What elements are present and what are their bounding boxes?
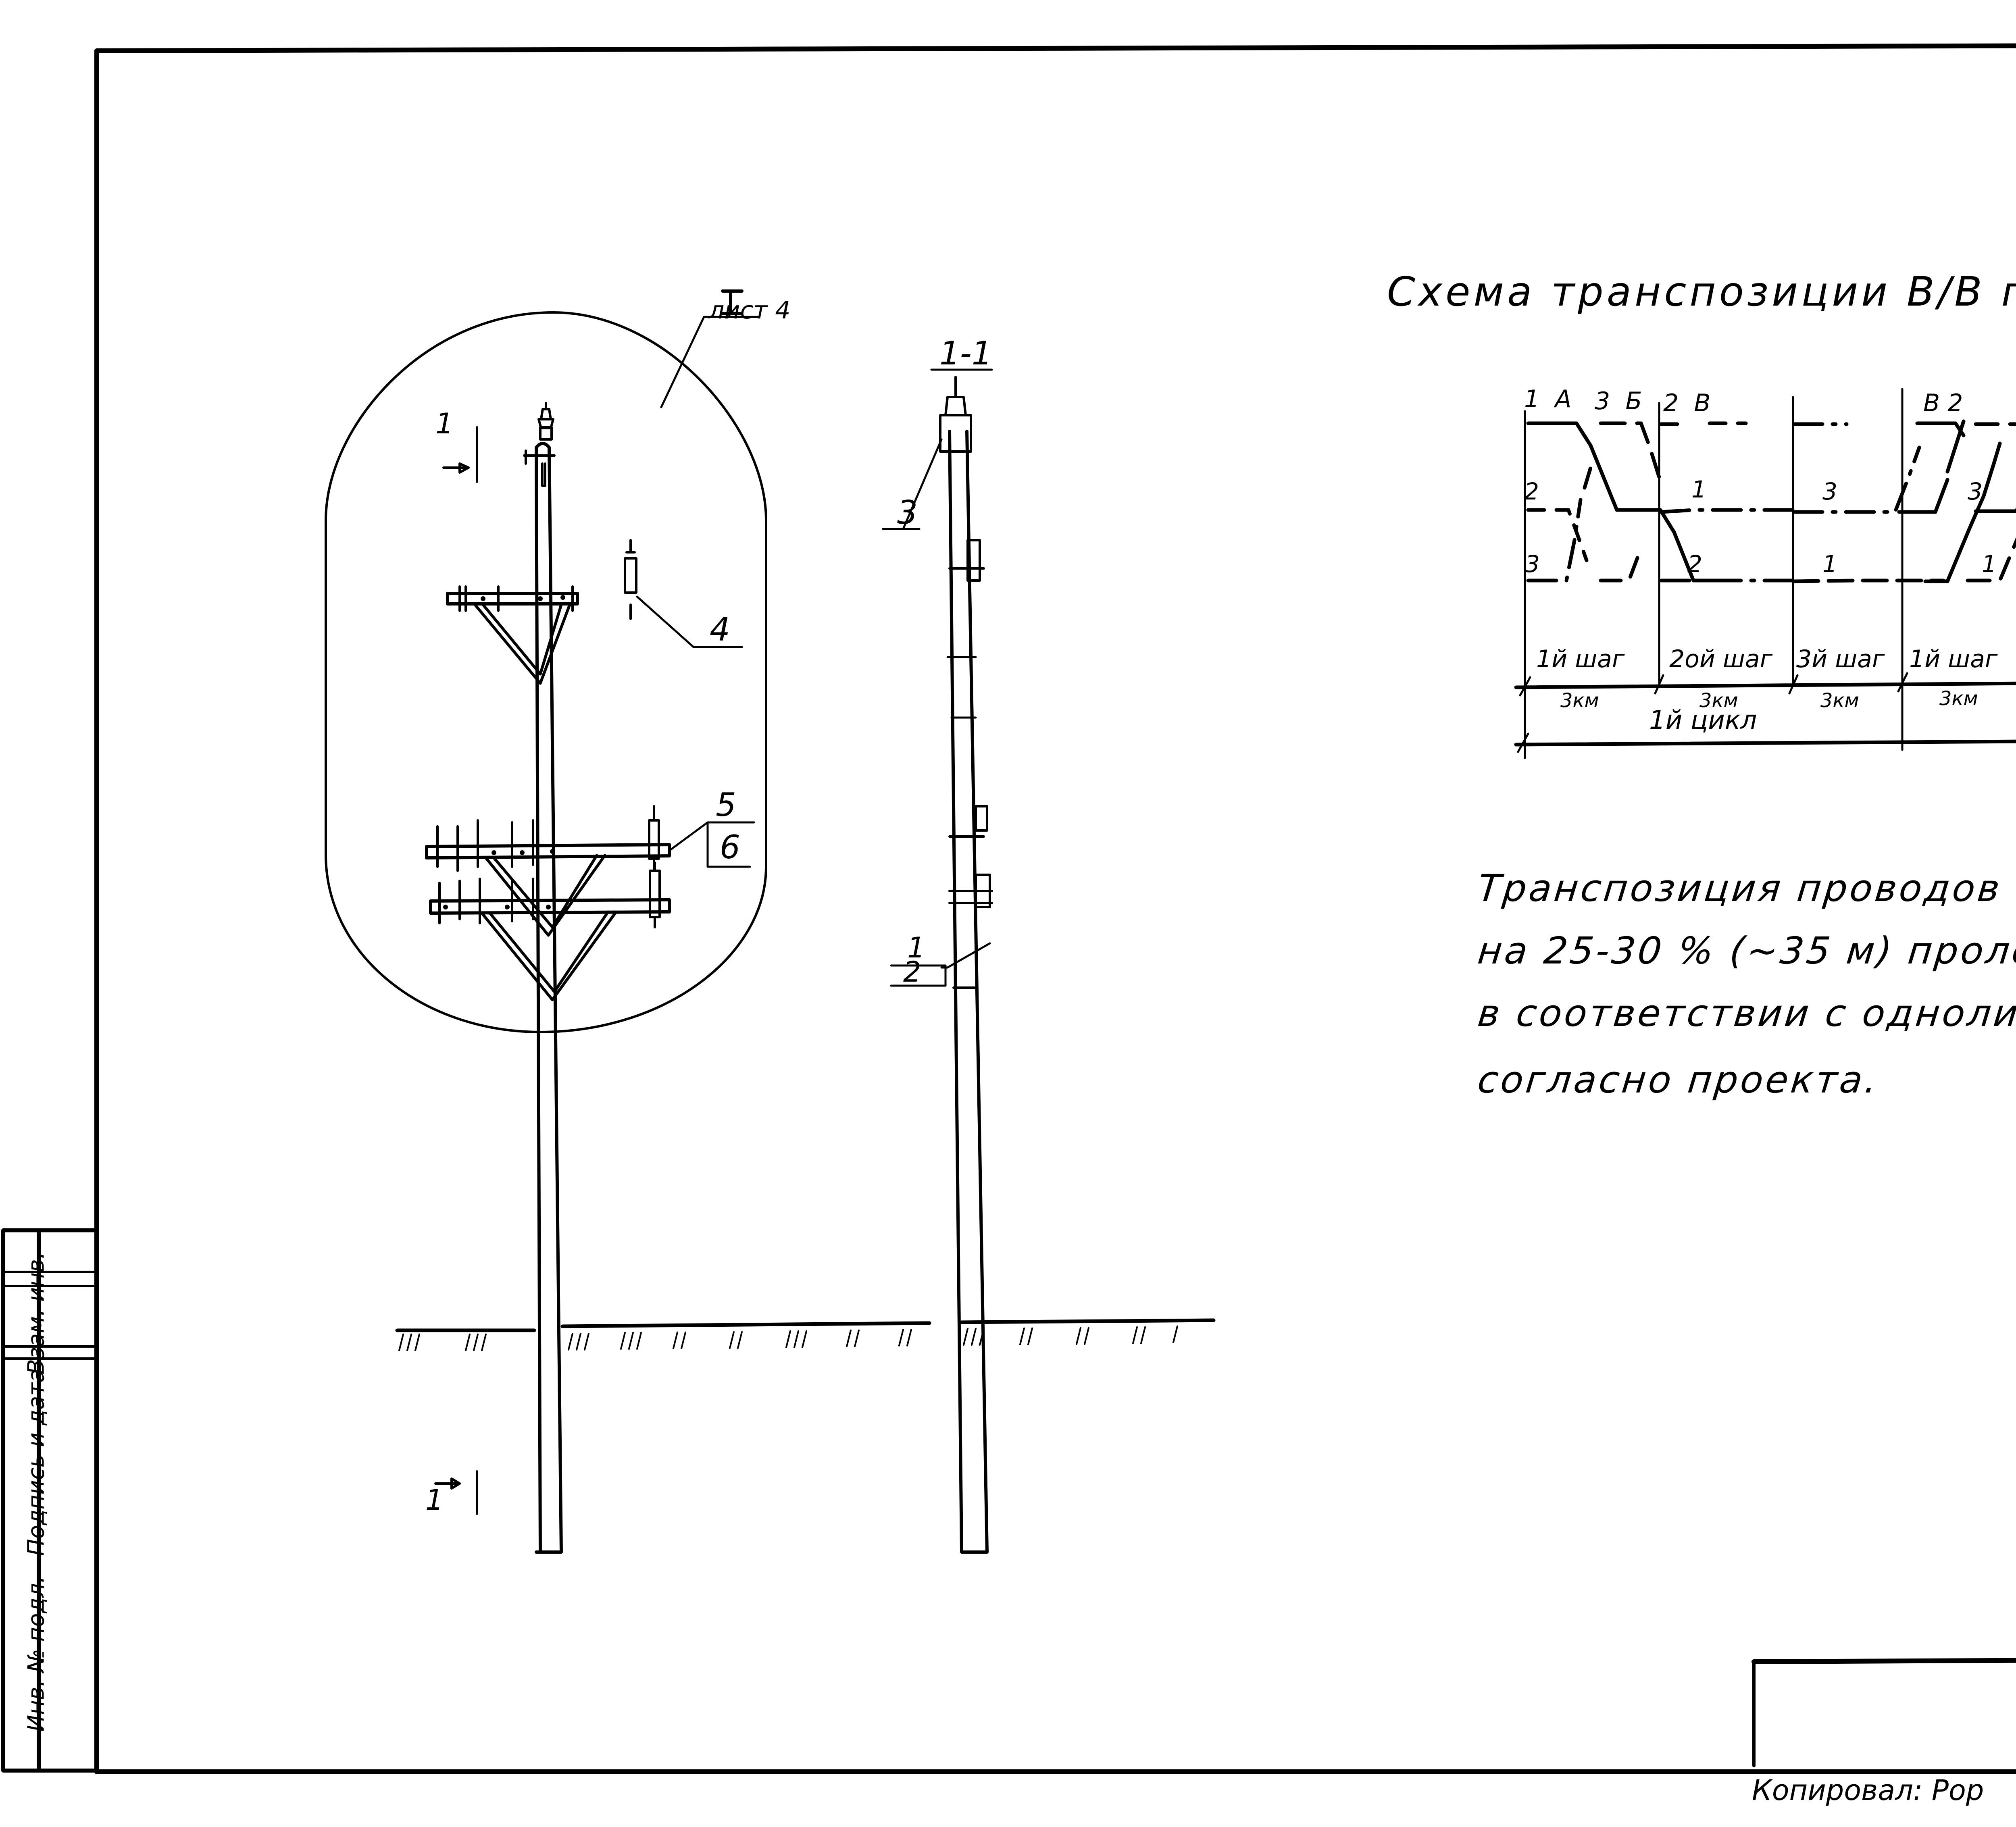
position-label-2: 2: [903, 955, 921, 988]
step-label-1: 1й шаг: [1536, 645, 1625, 673]
detail-callout-ref: лист 4: [709, 296, 791, 325]
position-label-1: 1: [907, 931, 925, 964]
copied-by: Копировал: Рор: [1752, 1774, 1984, 1807]
scheme-mid-label-1: 1: [1691, 476, 1706, 503]
scheme-bottom-label-1: 2: [1687, 550, 1702, 578]
scheme-row-number-3: 3: [1525, 550, 1540, 578]
scheme-mid-label-3: 3: [1968, 478, 1983, 505]
step-label-4: 1й шаг: [1909, 645, 1998, 673]
step-length-1: 3км: [1560, 689, 1599, 712]
title-block-frame: [1752, 1658, 2016, 1767]
scheme-mid-label-2: 3: [1822, 478, 1837, 505]
note-line-2: на 25-30 % (~35 м) пролете против расчет…: [1476, 929, 2016, 972]
section-marker-bottom: 1: [425, 1484, 444, 1517]
step-length-4: 3км: [1939, 687, 1978, 710]
step-label-3: 3й шаг: [1796, 645, 1885, 673]
side-strip: [1, 1228, 99, 1773]
scheme-top-label-2: 3 Б: [1595, 387, 1642, 415]
scheme-top-label-4: В 2: [1923, 389, 1963, 417]
pole-side-view: [882, 368, 993, 1554]
step-length-2: 3км: [1699, 689, 1738, 712]
scheme-bottom-label-3: 1: [1982, 550, 1997, 578]
scheme-row-number-2: 2: [1524, 478, 1539, 505]
position-label-5: 5: [716, 786, 736, 824]
note-line-1: Транспозиция проводов выполняется в укор…: [1476, 867, 2016, 910]
cycle-label-1: 1й цикл: [1649, 705, 1757, 735]
transposition-diagram: [1514, 388, 2016, 759]
section-title-1-1: 1-1: [939, 335, 992, 372]
side-label-original-inventory: Инв. № подл.: [23, 1576, 50, 1732]
scheme-top-label-1: 1 А: [1524, 385, 1572, 413]
position-label-4: 4: [710, 611, 730, 648]
position-label-3: 3: [897, 494, 918, 531]
step-label-2: 2ой шаг: [1669, 645, 1773, 673]
pole-front-view: [325, 289, 1216, 1554]
scheme-top-label-3: 2 В: [1663, 389, 1711, 417]
step-length-3: 3км: [1820, 689, 1859, 712]
note-line-4: согласно проекта.: [1476, 1058, 1882, 1101]
scheme-bottom-label-2: 1: [1822, 550, 1837, 578]
transposition-scheme-title: Схема транспозиции В/В проводов: [1387, 268, 2016, 315]
note-line-3: в соответствии с однолинейной схемой В/В…: [1476, 992, 2016, 1035]
position-label-6: 6: [720, 828, 740, 866]
side-label-signature-date: Подпись и дата: [23, 1369, 50, 1556]
sheet-frame: [94, 43, 2016, 1774]
section-marker-top: 1: [435, 407, 454, 440]
